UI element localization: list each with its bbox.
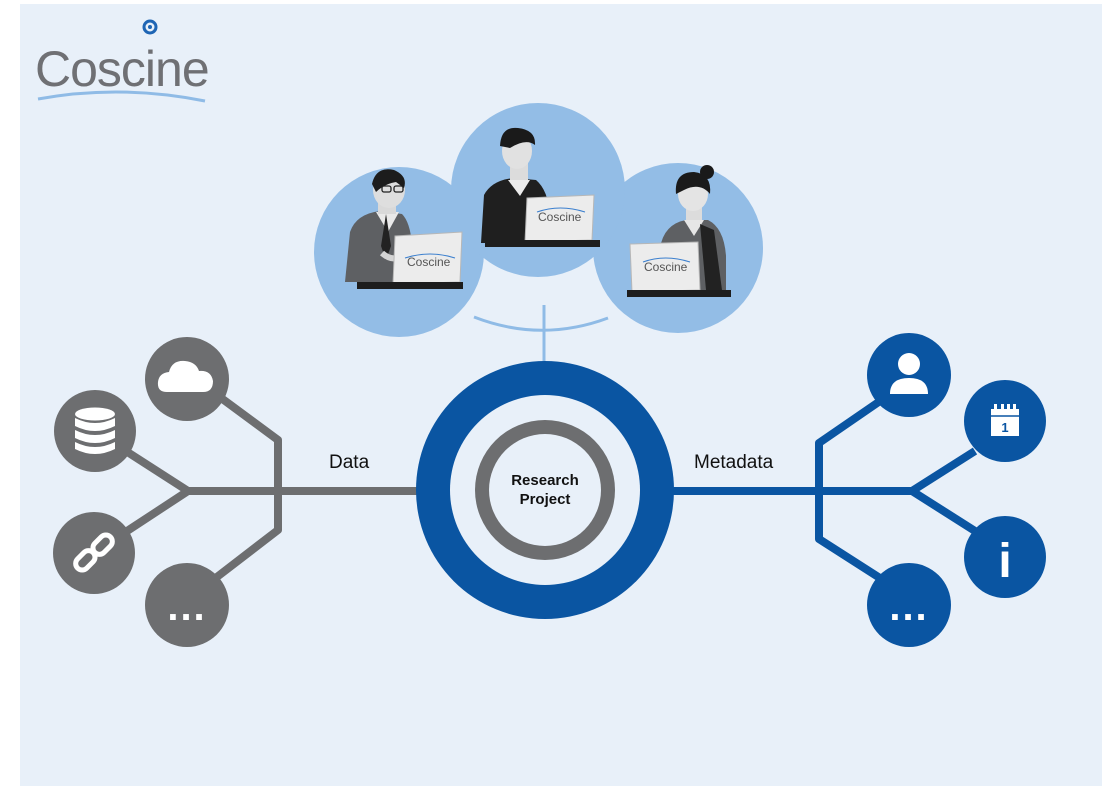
more-node-left: ... (145, 563, 229, 647)
logo-text: Coscine (35, 41, 209, 97)
desk-right (627, 290, 731, 297)
project-label-line2: Project (520, 491, 571, 508)
logo-arc (37, 90, 206, 103)
cloud-node (145, 337, 229, 421)
logo-target-dot (148, 25, 152, 29)
calendar-day: 1 (1001, 420, 1008, 435)
more-node-right: ... (867, 563, 951, 647)
more-icon: ... (167, 585, 206, 629)
coscine-logo: Coscine (35, 19, 210, 103)
research-project-hub: Research Project (416, 361, 674, 619)
users-connector (473, 305, 609, 362)
calendar-icon: 1 (991, 404, 1019, 436)
cloud-icon (157, 360, 213, 392)
info-node: i (964, 516, 1046, 598)
laptop-center: Coscine (485, 194, 600, 247)
laptop-right: Coscine (627, 241, 731, 297)
desk-left (357, 282, 463, 289)
database-node (54, 390, 136, 472)
logo-target-icon (142, 19, 158, 35)
more-icon: ... (889, 585, 928, 629)
database-icon (75, 407, 115, 454)
person-node (867, 333, 951, 417)
project-label-line1: Research (511, 472, 579, 489)
laptop-label: Coscine (407, 255, 451, 269)
data-connector-lines (115, 388, 440, 584)
link-icon (73, 532, 115, 573)
info-icon: i (998, 535, 1011, 588)
laptop-label: Coscine (538, 210, 582, 224)
data-label: Data (329, 452, 370, 473)
laptop-left: Coscine (357, 231, 463, 289)
laptop-label: Coscine (644, 260, 688, 274)
desk-center (485, 240, 600, 247)
calendar-node: 1 (964, 380, 1046, 462)
metadata-label: Metadata (694, 452, 774, 473)
person-icon (890, 353, 928, 394)
metadata-connector-lines (650, 395, 978, 584)
link-node (53, 512, 135, 594)
